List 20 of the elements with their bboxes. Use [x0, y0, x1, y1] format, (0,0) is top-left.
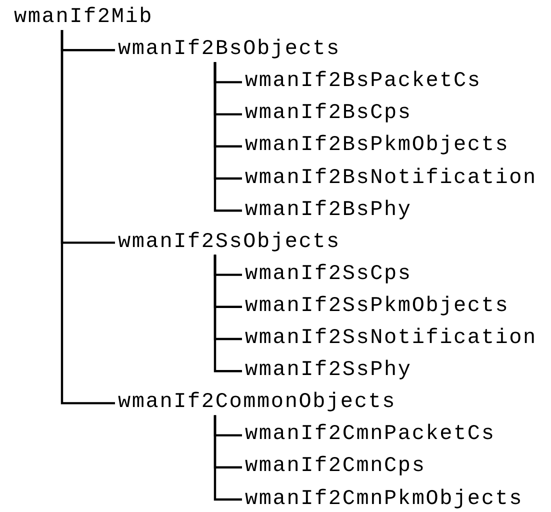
tree-label: wmanIf2CmnCps — [245, 455, 426, 480]
tree-connector — [214, 254, 242, 372]
tree-label: wmanIf2CmnPacketCs — [245, 423, 496, 448]
tree-label: wmanIf2BsObjects — [118, 38, 340, 62]
tree-label: wmanIf2SsPhy — [245, 359, 412, 384]
tree-label: wmanIf2SsNotification — [245, 327, 537, 351]
tree-label: wmanIf2BsPkmObjects — [245, 134, 510, 158]
tree-label: wmanIf2BsCps — [245, 102, 412, 126]
tree-connector — [60, 30, 115, 404]
tree-connector — [214, 415, 242, 501]
tree-connector — [214, 62, 242, 212]
tree-label: wmanIf2BsPacketCs — [245, 70, 482, 94]
tree-label: wmanIf2SsObjects — [118, 230, 340, 255]
tree-label: wmanIf2SsPkmObjects — [245, 294, 510, 319]
tree-label: wmanIf2BsNotification — [245, 166, 537, 190]
tree-label: wmanIf2SsCps — [245, 262, 412, 287]
tree-label: wmanIf2CommonObjects — [118, 391, 396, 416]
tree-label: wmanIf2BsPhy — [245, 198, 412, 223]
tree-label: wmanIf2CmnPkmObjects — [245, 488, 524, 512]
tree-label: wmanIf2Mib — [14, 6, 154, 30]
